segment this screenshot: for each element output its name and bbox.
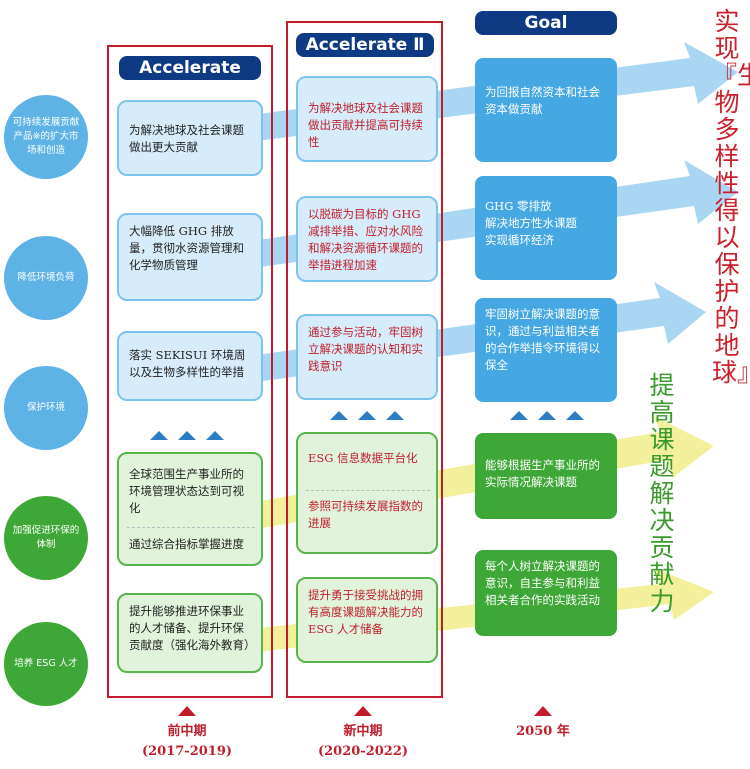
period-3-name: 2050 年 [516, 724, 570, 739]
accelerate-item-talent: 提升能够推进环保事业的人才储备、提升环保贡献度（强化海外教育） [117, 593, 263, 673]
accelerate-item-visualization-box: 全球范围生产事业所的环境管理状态达到可视化 通过综合指标掌握进度 [117, 452, 263, 566]
goal-item-ghg-zero: GHG 零排放 解决地方性水课题 实现循环经济 [475, 176, 617, 280]
theme-circle-system: 加强促进环保的体制 [4, 496, 88, 580]
chevron-markers-col3 [510, 411, 584, 420]
accelerate-item-sekisui-week: 落实 SEKISUI 环境周以及生物多样性的举措 [117, 331, 263, 401]
accelerate2-item-decarbonization: 以脱碳为目标的 GHG 减排举措、应对水风险和解决资源循环课题的举措进程加速 [296, 196, 438, 282]
divider [127, 527, 255, 528]
theme-circle-environmental-protection: 保护环境 [4, 366, 88, 450]
period-1-name: 前中期 [167, 724, 207, 739]
period-marker-3 [534, 706, 552, 716]
accelerate2-frame [286, 21, 443, 698]
goal-item-individual-practice: 每个人树立解决课题的意识，自主参与和利益相关者合作的实践活动 [475, 550, 617, 636]
accelerate2-item-participation: 通过参与活动，牢固树立解决课题的认知和实践意识 [296, 314, 438, 400]
goal-item-natural-capital: 为回报自然资本和社会资本做贡献 [475, 58, 617, 162]
period-2-name: 新中期 [343, 724, 383, 739]
period-marker-1 [178, 706, 196, 716]
accelerate-badge: Accelerate [119, 56, 261, 80]
period-1: 前中期 (2017-2019) [137, 722, 237, 762]
chevron-markers-col1 [150, 431, 224, 440]
goal-item-awareness: 牢固树立解决课题的意识，通过与利益相关者的合作举措令环境得以保全 [475, 298, 617, 402]
vision-problem-solving: 提高课题解决贡献力 [649, 371, 675, 616]
accelerate2-item-talent: 提升勇于接受挑战的拥有高度课题解决能力的 ESG 人才储备 [296, 577, 438, 663]
theme-circle-esg-talent: 培养 ESG 人才 [4, 622, 88, 706]
goal-badge: Goal [475, 11, 617, 35]
accelerate-item-ghg: 大幅降低 GHG 排放量，贯彻水资源管理和化学物质管理 [117, 213, 263, 301]
period-marker-2 [354, 706, 372, 716]
accelerate2-item-sustainability: 为解决地球及社会课题做出贡献并提高可持续性 [296, 76, 438, 162]
accelerate-item-visualization: 全球范围生产事业所的环境管理状态达到可视化 [129, 467, 244, 515]
theme-circle-products: 可持续发展贡献产品※的扩大市场和创造 [4, 95, 88, 179]
accelerate2-item-esg-data: ESG 信息数据平台化 [308, 451, 418, 465]
accelerate2-item-index: 参照可持续发展指数的进展 [308, 499, 423, 530]
accelerate2-item-esg-data-box: ESG 信息数据平台化 参照可持续发展指数的进展 [296, 432, 438, 554]
period-2: 新中期 (2020-2022) [313, 722, 413, 762]
accelerate2-badge: Accelerate Ⅱ [296, 33, 434, 57]
period-1-years: (2017-2019) [141, 744, 233, 759]
period-2-years: (2020-2022) [317, 744, 409, 759]
chevron-markers-col2 [330, 411, 404, 420]
vision-biodiversity: 实现『生物多样性得以保护的地球』 [712, 7, 750, 387]
accelerate-frame [107, 45, 273, 698]
period-3: 2050 年 [493, 722, 593, 742]
accelerate-item-indicators: 通过综合指标掌握进度 [129, 537, 244, 551]
accelerate-item-contribution: 为解决地球及社会课题做出更大贡献 [117, 100, 263, 176]
goal-item-site-solutions: 能够根据生产事业所的实际情况解决课题 [475, 433, 617, 519]
divider [306, 490, 430, 491]
theme-circle-environmental-load: 降低环境负荷 [4, 236, 88, 320]
